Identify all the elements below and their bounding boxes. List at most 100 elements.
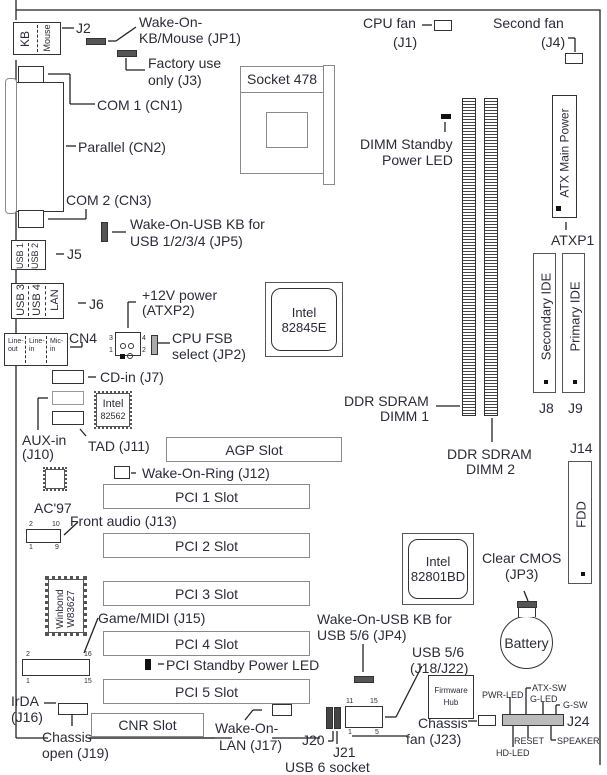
chassis-fan-label-2: fan (J23) bbox=[406, 731, 462, 747]
j5-label: J5 bbox=[67, 246, 82, 262]
front-audio-pin10: 10 bbox=[52, 521, 60, 528]
socket-label: Socket 478 bbox=[247, 71, 318, 87]
j3-jumper[interactable] bbox=[117, 50, 137, 57]
dimm1-label-2: DIMM 1 bbox=[380, 408, 429, 424]
front-audio-pin9: 9 bbox=[55, 544, 59, 551]
jp5-jumper[interactable] bbox=[101, 222, 108, 242]
cd-in-connector[interactable] bbox=[52, 370, 84, 384]
jp5-label-1: Wake-On-USB KB for bbox=[130, 216, 265, 232]
jp4-jumper[interactable] bbox=[354, 676, 374, 683]
second-fan-connector[interactable] bbox=[565, 53, 583, 64]
ac97-label: AC'97 bbox=[34, 500, 72, 516]
battery: Battery bbox=[500, 616, 553, 669]
j2-label: J2 bbox=[76, 20, 91, 36]
cpu-fan-connector[interactable] bbox=[434, 20, 452, 31]
g-sw-label: G-SW bbox=[563, 700, 588, 710]
usb56-pin1: 1 bbox=[348, 729, 352, 736]
j21-label: J21 bbox=[333, 744, 356, 760]
j24-label: J24 bbox=[567, 713, 590, 729]
usb56-pin15: 15 bbox=[370, 698, 378, 705]
clear-cmos-label-2: (JP3) bbox=[505, 566, 539, 582]
irda-connector[interactable] bbox=[58, 703, 88, 715]
parallel-connector bbox=[14, 82, 64, 212]
j3-label-1: Factory use bbox=[148, 55, 222, 71]
atxp2-pin1: 1 bbox=[109, 347, 113, 354]
wake-on-ring-label: Wake-On-Ring (J12) bbox=[142, 465, 270, 481]
hd-led-label: HD-LED bbox=[496, 748, 530, 758]
j3-label-2: only (J3) bbox=[148, 72, 202, 88]
cn4-label: CN4 bbox=[69, 330, 98, 346]
jp2-jumper[interactable] bbox=[151, 335, 158, 355]
jp4-label-2: USB 5/6 (JP4) bbox=[317, 627, 407, 643]
atxp2-pin3: 3 bbox=[109, 335, 113, 342]
tad-label: TAD (J11) bbox=[88, 438, 150, 454]
usb12-connector: USB 1 USB 2 bbox=[11, 240, 46, 270]
front-audio-label: Front audio (J13) bbox=[70, 513, 177, 529]
j24-front-panel-connector[interactable] bbox=[502, 714, 564, 726]
atxp2-connector bbox=[115, 332, 141, 359]
j8-label: J8 bbox=[539, 400, 554, 416]
j20-connector[interactable] bbox=[326, 707, 333, 729]
usb4-label: USB 4 bbox=[31, 284, 43, 316]
primary-ide-label: Primary IDE bbox=[567, 281, 583, 352]
wake-on-lan-connector[interactable] bbox=[272, 704, 292, 716]
pci2-slot: PCI 2 Slot bbox=[103, 533, 310, 558]
irda-label-1: IrDA bbox=[11, 693, 39, 709]
aux-in-connector[interactable] bbox=[52, 391, 84, 405]
jp1-label-1: Wake-On- bbox=[139, 14, 203, 30]
tad-connector[interactable] bbox=[52, 411, 84, 425]
cd-in-label: CD-in (J7) bbox=[100, 369, 164, 385]
usb56-label-1: USB 5/6 bbox=[412, 644, 465, 660]
jp1-label-2: KB/Mouse (JP1) bbox=[139, 30, 241, 46]
usb56-label-2: (J18/J22) bbox=[410, 660, 469, 676]
usb56-connector[interactable] bbox=[345, 706, 383, 728]
front-audio-connector[interactable] bbox=[26, 529, 61, 543]
usb2-label: USB 2 bbox=[30, 243, 40, 270]
atx-main-power-label: ATX Main Power bbox=[557, 108, 572, 198]
dimm-standby-label-2: Power LED bbox=[382, 152, 453, 168]
mouse-label: Mouse bbox=[42, 24, 52, 52]
primary-ide-connector: Primary IDE bbox=[562, 253, 585, 393]
front-audio-pin1: 1 bbox=[29, 544, 33, 551]
secondary-ide-label: Secondary IDE bbox=[538, 272, 554, 361]
dimm2-slot bbox=[484, 98, 498, 416]
chassis-fan-label-1: Chassis bbox=[418, 715, 468, 731]
aux-in-label-1: AUX-in bbox=[22, 432, 67, 448]
jp4-label-1: Wake-On-USB KB for bbox=[317, 611, 452, 627]
pci3-slot: PCI 3 Slot bbox=[103, 581, 310, 606]
jp1-jumper[interactable] bbox=[86, 38, 106, 45]
dimm1-slot bbox=[462, 98, 476, 416]
second-fan-label-1: Second fan bbox=[493, 15, 564, 31]
parallel-label: Parallel (CN2) bbox=[78, 139, 166, 155]
line-in-label: Line-in bbox=[29, 338, 45, 353]
wake-on-ring-connector[interactable] bbox=[114, 466, 130, 479]
cpu-fan-label-2: (J1) bbox=[393, 34, 418, 50]
game-pin1: 1 bbox=[26, 678, 30, 685]
pci1-slot: PCI 1 Slot bbox=[103, 484, 310, 509]
chassis-fan-connector[interactable] bbox=[478, 715, 496, 726]
com2-connector bbox=[18, 210, 44, 228]
atx-sw-label: ATX-SW bbox=[532, 683, 567, 693]
dimm1-label-1: DDR SDRAM bbox=[344, 393, 429, 409]
game-midi-label: Game/MIDI (J15) bbox=[98, 610, 206, 626]
cpu-fan-label-1: CPU fan bbox=[363, 15, 416, 31]
atxp2-label-1: +12V power bbox=[142, 287, 218, 303]
ac97-chip bbox=[43, 467, 67, 491]
com2-label: COM 2 (CN3) bbox=[66, 192, 152, 208]
wake-on-lan-label-2: LAN (J17) bbox=[219, 737, 283, 753]
jp2-label-1: CPU FSB bbox=[172, 330, 233, 346]
chassis-open-label-1: Chassis bbox=[42, 729, 92, 745]
wake-on-lan-label-1: Wake-On- bbox=[215, 720, 279, 736]
atxp2-label-2: (ATXP2) bbox=[142, 302, 195, 318]
usb1-label: USB 1 bbox=[15, 243, 25, 270]
chassis-open-label-2: open (J19) bbox=[42, 745, 109, 761]
aux-in-label-2: (J10) bbox=[22, 446, 54, 462]
game-midi-connector[interactable] bbox=[22, 659, 90, 676]
j21-connector[interactable] bbox=[334, 707, 341, 729]
dimm2-label-2: DIMM 2 bbox=[466, 461, 515, 477]
kb-mouse-connector: KB Mouse bbox=[13, 22, 61, 55]
mic-in-label: Mic-in bbox=[50, 338, 64, 353]
